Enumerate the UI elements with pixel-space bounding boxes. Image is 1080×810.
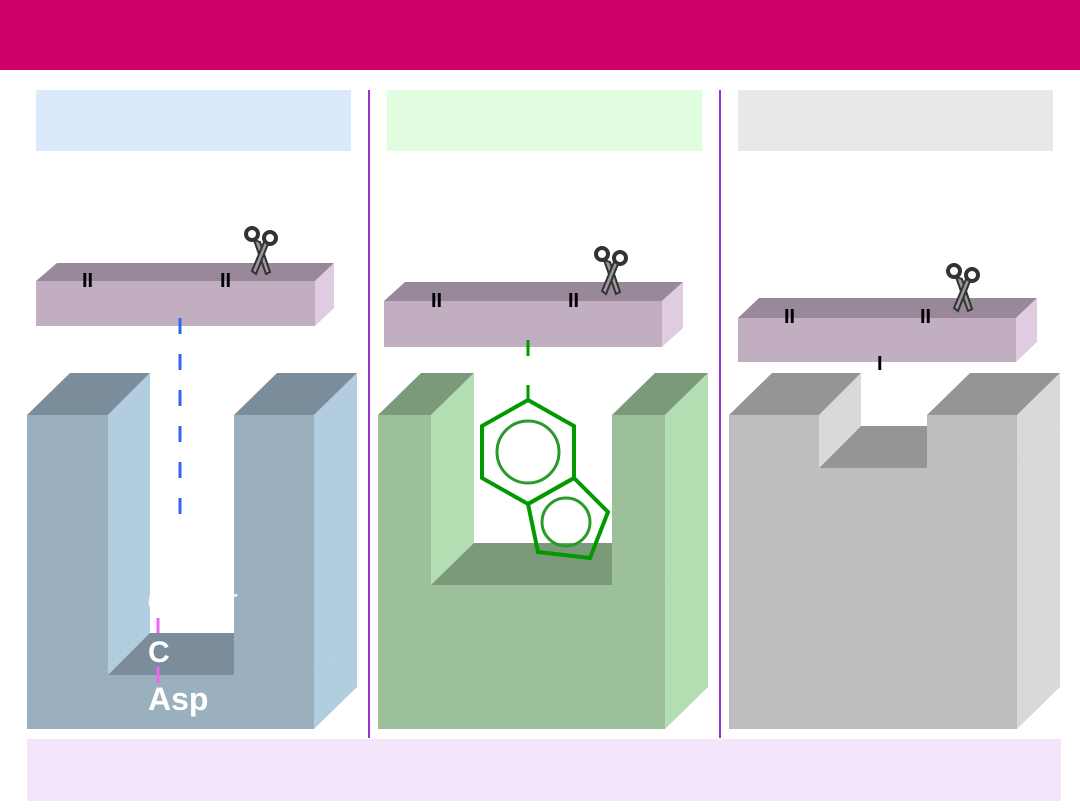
- cleavage-mark: II: [920, 306, 931, 328]
- indole-molecule-icon: [480, 397, 611, 561]
- header-bar: [0, 0, 1080, 70]
- cleavage-mark: II: [431, 290, 442, 312]
- divider: [719, 90, 721, 738]
- carbon-label: C: [148, 636, 170, 669]
- panel-3-title-box: [738, 90, 1053, 151]
- panel-1-substrate: II II COO - C Asp: [36, 226, 334, 717]
- panel-3-surface: [729, 373, 1060, 729]
- cleavage-mark: II: [82, 270, 93, 292]
- asp-label: Asp: [148, 681, 208, 717]
- binding-mark: I: [877, 353, 883, 375]
- cleavage-mark: II: [568, 290, 579, 312]
- panel-2-pocket: [378, 373, 708, 729]
- cleavage-mark: II: [220, 270, 231, 292]
- panel-1-pocket: [27, 373, 357, 729]
- divider: [368, 90, 370, 738]
- footer-box: [27, 739, 1061, 801]
- charge-label: -: [232, 584, 238, 604]
- panel-2-title-box: [387, 90, 702, 151]
- panel-1-title-box: [36, 90, 351, 151]
- panel-2-substrate: II II: [384, 246, 683, 561]
- cleavage-mark: II: [784, 306, 795, 328]
- panel-3-substrate: II II I: [738, 263, 1037, 375]
- coo-label: COO: [148, 586, 216, 619]
